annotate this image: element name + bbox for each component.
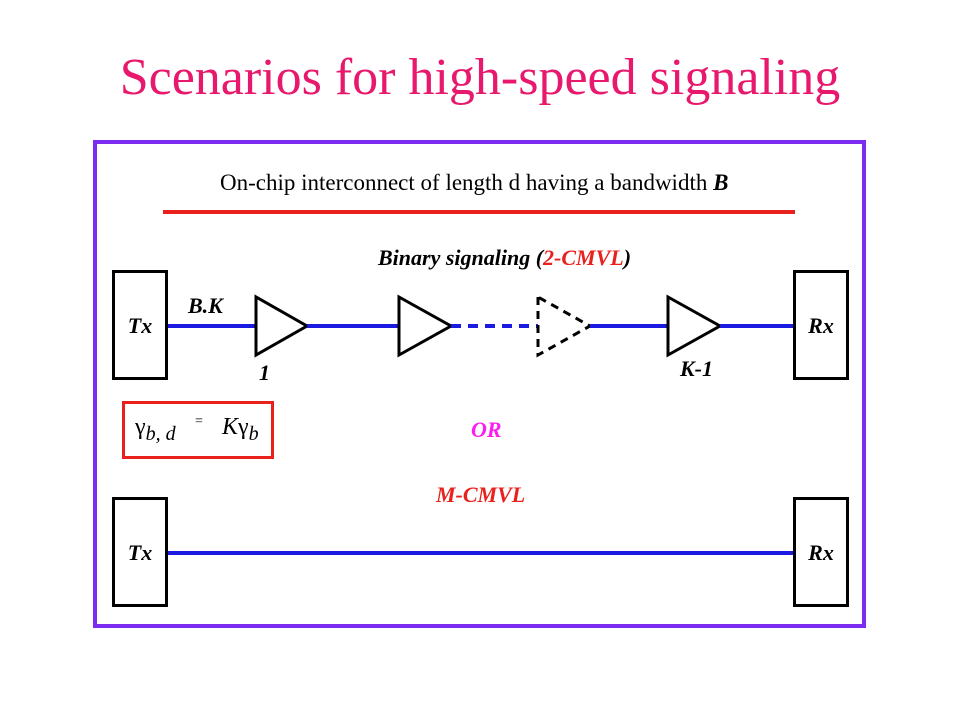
- equation-rhs-subscript: b: [248, 422, 259, 445]
- binary-heading-prefix: Binary signaling (: [378, 245, 544, 270]
- equation-rhs-factor: K: [222, 414, 239, 440]
- rx-box-binary: Rx: [793, 270, 849, 380]
- or-separator: OR: [471, 417, 502, 442]
- bandwidth-symbol: B: [713, 170, 729, 195]
- delay-equation: γb, d = Kγb: [122, 401, 274, 459]
- equation-operator: =: [195, 414, 203, 429]
- caption-text: On-chip interconnect of length d having …: [220, 170, 714, 195]
- tx-label-mcmvl: Tx: [127, 540, 153, 565]
- diagram-frame: [93, 140, 866, 628]
- first-repeater-label: 1: [259, 360, 270, 385]
- slide-title: Scenarios for high-speed signaling: [119, 49, 841, 106]
- interconnect-caption: On-chip interconnect of length d having …: [220, 170, 728, 196]
- mcmvl-heading: M-CMVL: [436, 482, 526, 507]
- binary-heading-suffix: ): [623, 245, 632, 270]
- equation-rhs: Kγb: [222, 414, 259, 446]
- repeater-2-triangle: [397, 294, 455, 358]
- repeater-dashed-triangle: [536, 294, 594, 358]
- rx-label-mcmvl: Rx: [808, 540, 834, 565]
- equation-lhs-symbol: γ: [135, 414, 146, 440]
- equation-lhs-subscript: b, d: [145, 422, 176, 445]
- rx-label-binary: Rx: [808, 313, 834, 338]
- tx-box-mcmvl: Tx: [112, 497, 168, 607]
- equation-lhs: γb, d: [135, 414, 176, 446]
- binary-signaling-heading: Binary signaling (2-CMVL): [378, 245, 631, 271]
- equation-rhs-symbol: γ: [238, 414, 249, 440]
- tx-label-binary: Tx: [127, 313, 153, 338]
- tx-box-binary: Tx: [112, 270, 168, 380]
- repeater-last-triangle: [666, 294, 724, 358]
- interconnect-length-bar: [163, 210, 795, 214]
- repeater-1-triangle: [254, 294, 311, 358]
- last-repeater-label: K-1: [680, 356, 713, 381]
- binary-heading-highlight: 2-CMVL: [543, 245, 624, 270]
- rate-label: B.K: [188, 293, 223, 318]
- rx-box-mcmvl: Rx: [793, 497, 849, 607]
